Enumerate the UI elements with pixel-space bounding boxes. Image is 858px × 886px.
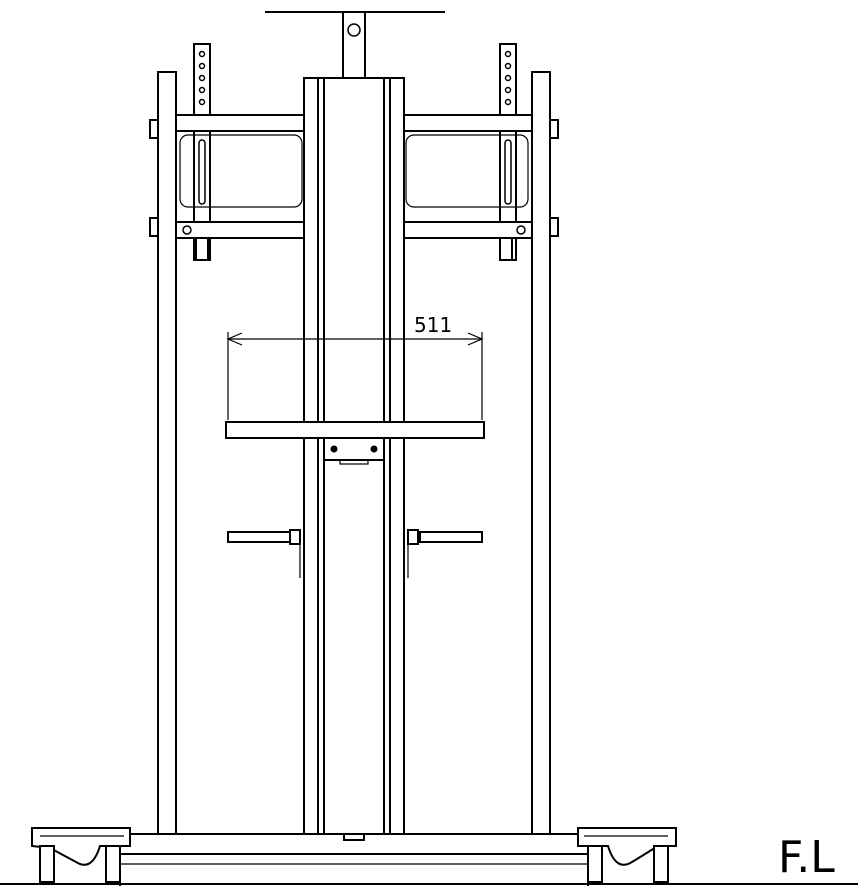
width-dimension: 511	[226, 313, 484, 420]
floor-label: F.L	[778, 832, 835, 883]
left-side-upright	[149, 71, 177, 835]
base-frame	[109, 833, 599, 886]
left-caster	[31, 827, 131, 883]
right-side-upright	[531, 71, 559, 835]
center-column	[303, 77, 405, 848]
dimension-label: 511	[414, 313, 452, 337]
side-brackets	[227, 529, 483, 578]
top-mount-plate	[265, 11, 445, 79]
lower-mount-bar	[175, 221, 533, 261]
upper-cross-frame	[175, 114, 533, 208]
shelf-bar	[225, 421, 485, 465]
right-caster	[577, 827, 677, 883]
left-vesa-rail	[193, 43, 211, 261]
